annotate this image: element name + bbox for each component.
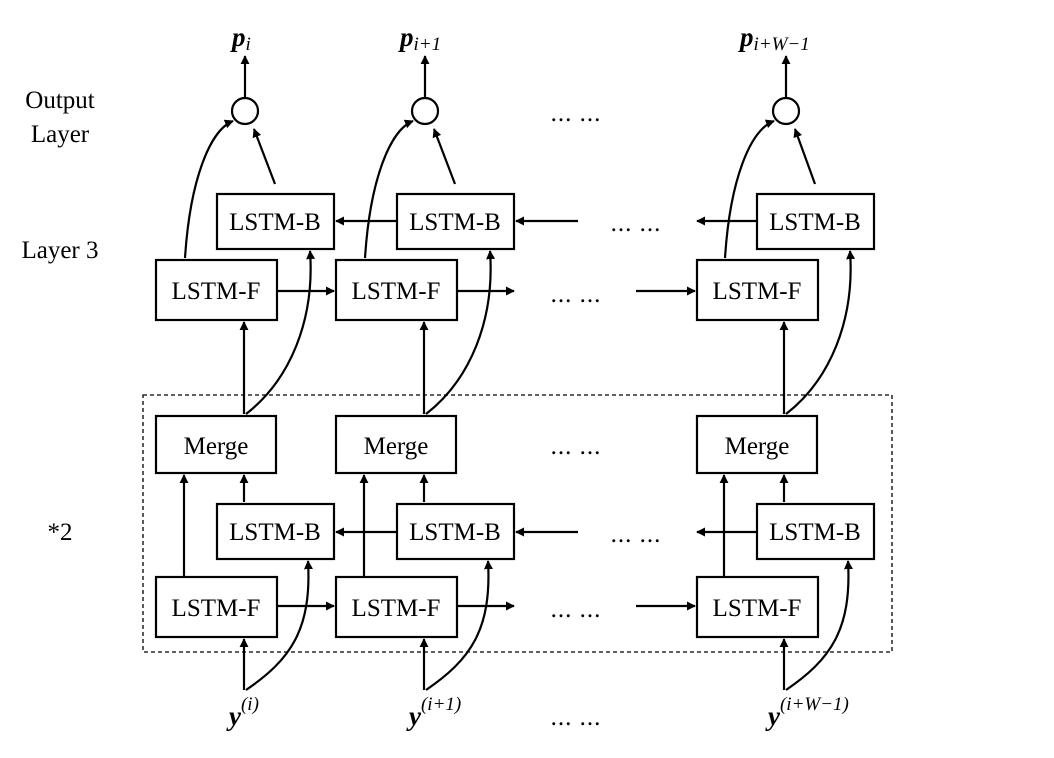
lower-lstm-f-2 [334,575,459,639]
layer3-lstm-b-1 [215,192,336,251]
merge-to-b3-3 [785,250,856,415]
layer3-label: Layer 3 [21,237,98,264]
svg-text:y(i+W−1): y(i+W−1) [765,694,849,731]
svg-text:pi: pi [230,22,251,55]
lower-lstm-b-1-label: LSTM-B [229,519,321,546]
output-label-1: pi [230,22,251,55]
lower-lstm-f-3 [695,575,820,639]
output-label-3: pi+W−1 [738,22,810,55]
layer3-lstm-b-3 [755,192,876,251]
input-label-2: y(i+1) [406,694,461,731]
output-node-1 [230,96,260,126]
output-label-2: pi+1 [398,22,441,55]
repeat-label: *2 [48,519,73,546]
lower-lstm-f-1 [154,575,279,639]
svg-text:y(i): y(i) [226,694,259,731]
layer3-lstm-b-2 [395,192,516,251]
layer3-lstm-f-3 [695,258,820,322]
output-layer-label-line2: Layer [31,121,90,148]
merge-box-2 [334,414,458,475]
merge-box-1-label: Merge [184,433,249,460]
lower-lstm-f-1-label: LSTM-F [172,595,261,622]
lower-lstm-b-3-label: LSTM-B [769,519,861,546]
output-node-3 [771,96,801,126]
b3-to-out-1 [252,128,277,185]
layer3-lstm-b-2-label: LSTM-B [409,209,501,236]
layer3-lstm-f-1 [154,258,279,322]
b3-to-out-2 [432,128,457,185]
lower-lstm-b-1 [215,502,336,561]
svg-text:y(i+1): y(i+1) [406,694,461,731]
layer3-b-ellipsis: ... ... [611,210,662,237]
merge-box-3-label: Merge [725,433,790,460]
layer3-lstm-f-3-label: LSTM-F [713,278,802,305]
layer3-lstm-b-3-label: LSTM-B [769,209,861,236]
lower-f-ellipsis: ... ... [551,596,602,623]
lower-lstm-b-3 [755,502,876,561]
lower-lstm-b-2-label: LSTM-B [409,519,501,546]
svg-text:pi+1: pi+1 [398,22,441,55]
input-to-b-1 [245,560,313,691]
output-ellipsis: ... ... [551,100,602,127]
layer3-lstm-f-2-label: LSTM-F [352,278,441,305]
merge-box-2-label: Merge [364,433,429,460]
f3-to-out-2 [363,119,414,259]
merge-to-b3-2 [425,250,496,415]
merge-box-3 [695,414,819,475]
lower-lstm-f-3-label: LSTM-F [713,595,802,622]
merge-ellipsis: ... ... [551,433,602,460]
layer3-f-ellipsis: ... ... [551,281,602,308]
output-node-2 [410,96,440,126]
layer3-lstm-f-1-label: LSTM-F [172,278,261,305]
input-to-b-2 [425,560,493,691]
input-to-b-3 [785,560,853,691]
merge-to-b3-1 [245,250,316,415]
merge-box-1 [154,414,278,475]
layer3-lstm-b-1-label: LSTM-B [229,209,321,236]
lower-lstm-b-2 [395,502,516,561]
f3-to-out-3 [723,119,775,259]
svg-text:pi+W−1: pi+W−1 [738,22,810,55]
layer3-lstm-f-2 [334,258,459,322]
input-label-1: y(i) [226,694,259,731]
b3-to-out-3 [793,128,817,185]
repeat-block-region [142,394,893,653]
output-layer-label-line1: Output [25,87,95,114]
lower-lstm-f-2-label: LSTM-F [352,595,441,622]
input-label-3: y(i+W−1) [765,694,849,731]
f3-to-out-1 [183,119,234,259]
input-ellipsis: ... ... [551,704,602,731]
lower-b-ellipsis: ... ... [611,521,662,548]
